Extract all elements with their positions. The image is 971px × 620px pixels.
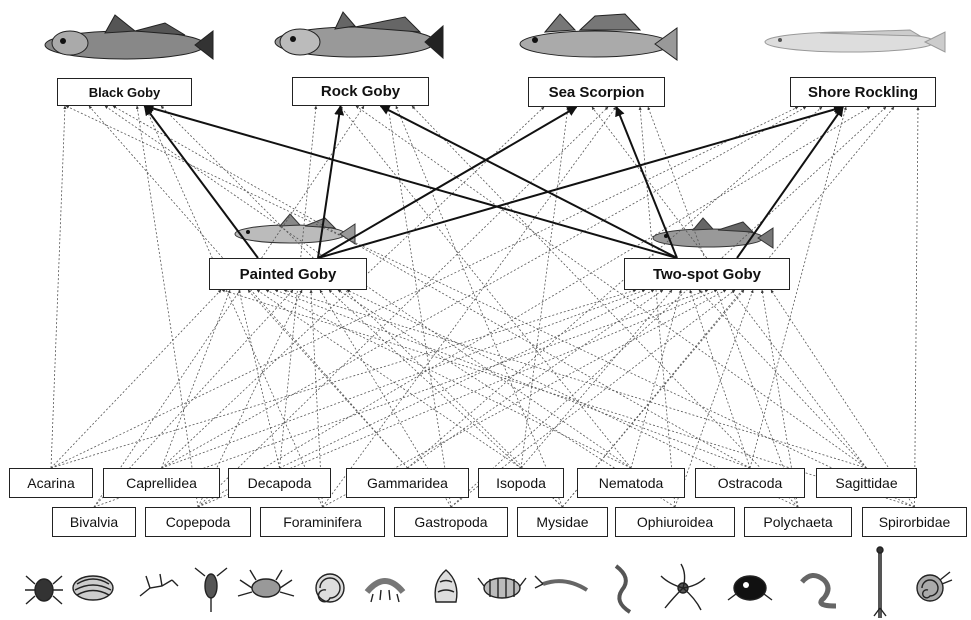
weak-link xyxy=(521,290,672,468)
rock-goby-drawing xyxy=(275,12,443,58)
weak-feeding-links xyxy=(51,106,918,507)
node-label: Gastropoda xyxy=(414,514,487,530)
sea-scorpion-drawing xyxy=(520,14,677,60)
weak-link xyxy=(563,107,895,507)
weak-link xyxy=(51,290,221,468)
node-nematoda[interactable]: Nematoda xyxy=(577,468,685,498)
shore-rockling-drawing xyxy=(765,30,945,52)
node-foraminifera[interactable]: Foraminifera xyxy=(260,507,385,537)
node-bivalvia[interactable]: Bivalvia xyxy=(52,507,136,537)
weak-link xyxy=(396,106,563,507)
node-shore-rockling[interactable]: Shore Rockling xyxy=(790,77,936,107)
weak-link xyxy=(248,290,408,468)
weak-link xyxy=(284,290,867,468)
node-label: Shore Rockling xyxy=(808,84,918,101)
node-label: Painted Goby xyxy=(240,266,337,283)
weak-link xyxy=(198,107,608,507)
node-label: Sagittidae xyxy=(835,475,897,491)
node-label: Bivalvia xyxy=(70,514,118,530)
node-black-goby[interactable]: Black Goby xyxy=(57,78,192,106)
weak-link xyxy=(388,106,451,507)
node-polychaeta[interactable]: Polychaeta xyxy=(744,507,852,537)
node-decapoda[interactable]: Decapoda xyxy=(228,468,331,498)
snail-shell-icon xyxy=(435,570,457,602)
node-label: Copepoda xyxy=(166,514,231,530)
node-sagittidae[interactable]: Sagittidae xyxy=(816,468,917,498)
polychaete-worm-icon xyxy=(802,575,836,606)
node-label: Two-spot Goby xyxy=(653,266,761,283)
node-label: Ophiuroidea xyxy=(637,514,713,530)
mysid-icon xyxy=(535,576,587,590)
weak-link xyxy=(631,290,681,468)
copepod-icon xyxy=(195,568,227,612)
node-label: Isopoda xyxy=(496,475,546,491)
node-copepoda[interactable]: Copepoda xyxy=(145,507,251,537)
bivalve-shell-icon xyxy=(73,576,113,600)
weak-link xyxy=(280,290,655,468)
node-isopoda[interactable]: Isopoda xyxy=(478,468,564,498)
weak-link xyxy=(51,290,636,468)
isopod-icon xyxy=(478,578,526,598)
node-label: Rock Goby xyxy=(321,83,400,100)
node-mysidae[interactable]: Mysidae xyxy=(517,507,608,537)
weak-link xyxy=(161,106,563,507)
node-label: Mysidae xyxy=(536,514,588,530)
node-label: Polychaeta xyxy=(763,514,832,530)
node-sea-scorpion[interactable]: Sea Scorpion xyxy=(528,77,665,107)
brittle-star-icon xyxy=(661,564,705,610)
node-two-spot-goby[interactable]: Two-spot Goby xyxy=(624,258,790,290)
crab-icon xyxy=(238,570,294,597)
strong-link xyxy=(617,107,678,258)
node-label: Nematoda xyxy=(599,475,664,491)
node-gammaridea[interactable]: Gammaridea xyxy=(346,468,469,498)
node-label: Acarina xyxy=(27,475,74,491)
weak-link xyxy=(51,106,65,468)
invertebrate-icons-row xyxy=(25,547,952,618)
node-label: Foraminifera xyxy=(283,514,362,530)
strong-link xyxy=(381,106,678,258)
node-label: Spirorbidae xyxy=(879,514,951,530)
weak-link xyxy=(323,107,617,507)
mite-icon xyxy=(25,576,63,604)
spiral-tube-worm-icon xyxy=(917,572,952,601)
strong-link xyxy=(737,107,843,258)
node-spirorbidae[interactable]: Spirorbidae xyxy=(862,507,967,537)
weak-link xyxy=(915,107,919,507)
node-ostracoda[interactable]: Ostracoda xyxy=(695,468,805,498)
arrow-worm-icon xyxy=(874,547,886,618)
node-label: Ostracoda xyxy=(718,475,783,491)
painted-goby-drawing xyxy=(235,214,355,244)
node-label: Decapoda xyxy=(248,475,312,491)
ostracod-icon xyxy=(728,576,772,600)
nematode-worm-icon xyxy=(616,566,630,612)
node-acarina[interactable]: Acarina xyxy=(9,468,93,498)
amphipod-icon xyxy=(367,581,403,602)
node-ophiuroidea[interactable]: Ophiuroidea xyxy=(615,507,735,537)
node-label: Sea Scorpion xyxy=(549,84,645,101)
node-caprellidea[interactable]: Caprellidea xyxy=(103,468,220,498)
node-rock-goby[interactable]: Rock Goby xyxy=(292,77,429,106)
foraminifer-icon xyxy=(316,574,344,602)
weak-link xyxy=(145,106,323,507)
caprellid-icon xyxy=(140,574,178,596)
node-label: Gammaridea xyxy=(367,475,448,491)
node-painted-goby[interactable]: Painted Goby xyxy=(209,258,367,290)
weak-link xyxy=(451,107,886,507)
weak-link xyxy=(408,290,664,468)
strong-link xyxy=(318,107,577,258)
node-label: Black Goby xyxy=(89,85,161,100)
weak-link xyxy=(640,107,675,507)
weak-link xyxy=(266,290,631,468)
weak-link xyxy=(699,290,867,468)
weak-link xyxy=(521,107,568,468)
strong-link xyxy=(145,106,259,258)
node-gastropoda[interactable]: Gastropoda xyxy=(394,507,508,537)
weak-link xyxy=(257,290,521,468)
black-goby-drawing xyxy=(45,15,213,59)
node-label: Caprellidea xyxy=(126,475,197,491)
strong-link xyxy=(145,106,678,258)
weak-link xyxy=(198,107,870,507)
